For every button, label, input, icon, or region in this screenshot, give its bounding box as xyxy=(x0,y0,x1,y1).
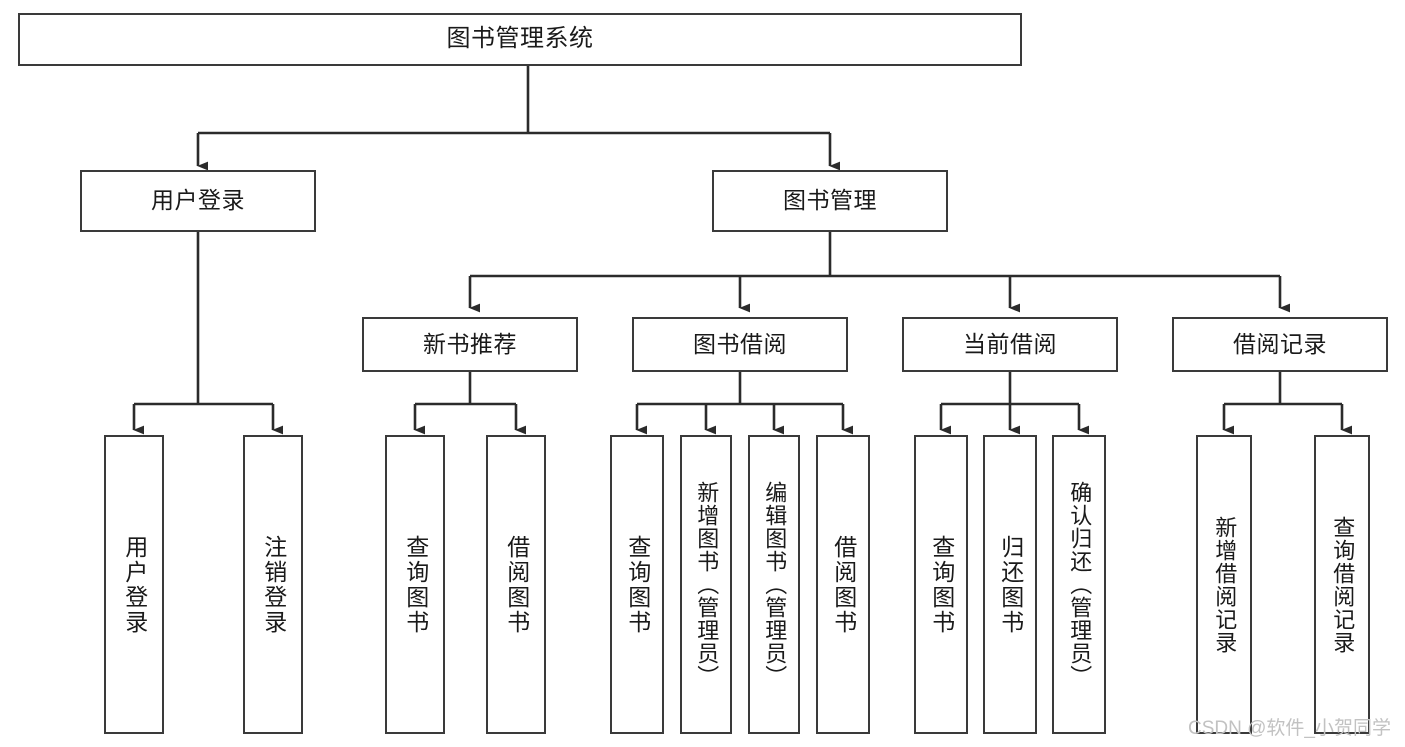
leaf-return-book[interactable]: 归还图书 xyxy=(983,435,1037,734)
leaf-borrow-book[interactable]: 借阅图书 xyxy=(816,435,870,734)
node-label: 新书推荐 xyxy=(423,330,517,357)
leaf-user-login[interactable]: 用户登录 xyxy=(104,435,164,734)
node-borrow-record[interactable]: 借阅记录 xyxy=(1172,317,1388,372)
node-current-borrow[interactable]: 当前借阅 xyxy=(902,317,1118,372)
node-label: 编辑图书（管理员） xyxy=(762,481,788,688)
leaf-add-book-admin[interactable]: 新增图书（管理员） xyxy=(680,435,732,734)
node-root-system[interactable]: 图书管理系统 xyxy=(18,13,1022,66)
leaf-confirm-return-admin[interactable]: 确认归还（管理员） xyxy=(1052,435,1106,734)
node-label: 确认归还（管理员） xyxy=(1067,481,1093,688)
node-label: 图书管理 xyxy=(783,187,877,214)
node-label: 借阅记录 xyxy=(1233,330,1327,357)
leaf-add-borrow-record[interactable]: 新增借阅记录 xyxy=(1196,435,1252,734)
node-label: 借阅图书 xyxy=(830,534,857,635)
node-label: 新增借阅记录 xyxy=(1212,515,1238,654)
node-label: 查询图书 xyxy=(402,534,429,635)
leaf-borrow-book-recommend[interactable]: 借阅图书 xyxy=(486,435,546,734)
node-label: 图书管理系统 xyxy=(446,25,594,53)
leaf-query-book-current[interactable]: 查询图书 xyxy=(914,435,968,734)
node-label: 借阅图书 xyxy=(503,534,530,635)
node-label: 图书借阅 xyxy=(693,330,787,357)
node-label: 新增图书（管理员） xyxy=(694,481,720,688)
node-label: 查询图书 xyxy=(928,534,955,635)
node-label: 用户登录 xyxy=(151,187,245,214)
node-label: 归还图书 xyxy=(997,534,1024,635)
node-label: 查询借阅记录 xyxy=(1330,515,1356,654)
leaf-logout[interactable]: 注销登录 xyxy=(243,435,303,734)
watermark-text: CSDN @软件_小贺同学 xyxy=(1188,718,1391,739)
node-label: 用户登录 xyxy=(121,534,148,635)
leaf-edit-book-admin[interactable]: 编辑图书（管理员） xyxy=(748,435,800,734)
leaf-query-book-recommend[interactable]: 查询图书 xyxy=(385,435,445,734)
node-user-login[interactable]: 用户登录 xyxy=(80,170,316,232)
node-label: 注销登录 xyxy=(260,534,287,635)
node-book-management[interactable]: 图书管理 xyxy=(712,170,948,232)
node-label: 当前借阅 xyxy=(963,330,1057,357)
node-new-book-recommend[interactable]: 新书推荐 xyxy=(362,317,578,372)
node-label: 查询图书 xyxy=(624,534,651,635)
leaf-query-book-borrow[interactable]: 查询图书 xyxy=(610,435,664,734)
node-book-borrow[interactable]: 图书借阅 xyxy=(632,317,848,372)
leaf-query-borrow-record[interactable]: 查询借阅记录 xyxy=(1314,435,1370,734)
